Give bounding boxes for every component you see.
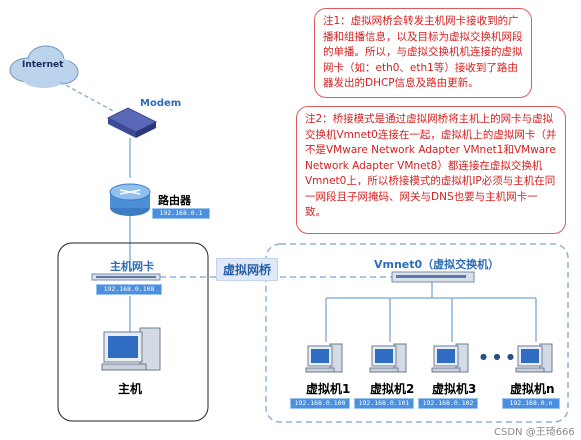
host-label: 主机 bbox=[118, 382, 143, 396]
modem-label: Modem bbox=[140, 98, 182, 109]
host-box bbox=[57, 242, 209, 422]
router-icon bbox=[109, 183, 151, 216]
vm1-ip: 192.168.0.100 bbox=[290, 398, 350, 409]
watermark: CSDN @王琦666 bbox=[494, 427, 575, 438]
note-1: 注1：虚拟网桥会转发主机网卡接收到的广播和组播信息，以及目标为虚拟交换机网段的单… bbox=[314, 8, 532, 98]
vm1-computer-icon bbox=[305, 343, 343, 373]
vm3-label: 虚拟机3 bbox=[432, 382, 477, 396]
router-ip: 192.168.0.1 bbox=[152, 208, 210, 219]
vm2-computer-icon bbox=[369, 343, 407, 373]
vm3-ip: 192.168.0.102 bbox=[418, 398, 478, 409]
vmn-ip: 192.168.0.n bbox=[502, 398, 560, 409]
internet-label: Internet bbox=[22, 60, 64, 70]
ellipsis-dots: ● ● ● bbox=[480, 352, 517, 361]
vm2-label: 虚拟机2 bbox=[370, 382, 415, 396]
vm1-label: 虚拟机1 bbox=[306, 382, 351, 396]
vmn-computer-icon bbox=[515, 343, 553, 373]
host-computer-icon bbox=[101, 327, 161, 371]
host-nic-label: 主机网卡 bbox=[110, 260, 154, 273]
host-nic-ip: 192.168.0.108 bbox=[96, 284, 162, 295]
internet-modem-link bbox=[59, 81, 116, 113]
vm2-ip: 192.168.0.101 bbox=[354, 398, 414, 409]
vswitch-label: Vmnet0（虚拟交换机） bbox=[374, 258, 500, 271]
note-2: 注2：桥接模式是通过虚拟网桥将主机上的网卡与虚拟交换机Vmnet0连接在一起，虚… bbox=[296, 106, 566, 234]
modem-icon bbox=[106, 107, 158, 138]
internet-cloud-icon bbox=[9, 45, 79, 88]
vswitch-vm-links bbox=[325, 282, 537, 342]
vswitch-icon bbox=[391, 271, 475, 283]
vm-group-box bbox=[265, 243, 569, 423]
router-name: 路由器 bbox=[158, 194, 191, 207]
bridge-label: 虚拟网桥 bbox=[216, 258, 279, 281]
note-1-text: 注1：虚拟网桥会转发主机网卡接收到的广播和组播信息，以及目标为虚拟交换机网段的单… bbox=[323, 15, 523, 89]
note-2-text: 注2：桥接模式是通过虚拟网桥将主机上的网卡与虚拟交换机Vmnet0连接在一起，虚… bbox=[305, 113, 557, 218]
vmn-label: 虚拟机n bbox=[510, 382, 555, 396]
vm3-computer-icon bbox=[431, 343, 469, 373]
host-nic-icon bbox=[91, 273, 161, 281]
